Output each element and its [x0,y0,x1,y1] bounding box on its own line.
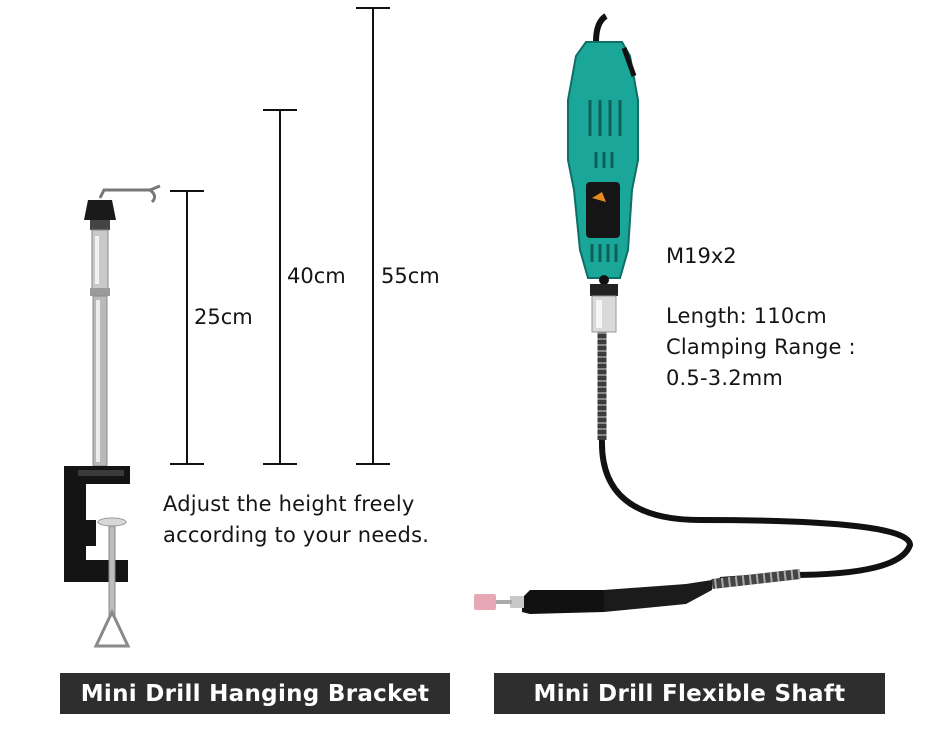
shaft-spec-clamp-line1: Clamping Range : [666,335,856,359]
measure-label-25: 25cm [194,305,253,329]
measure-bar-55 [372,8,374,465]
shaft-spec-clamp-line2: 0.5-3.2mm [666,366,784,390]
measure-label-40: 40cm [287,264,346,288]
measure-tick [263,109,297,111]
shaft-spec-thread: M19x2 [666,244,737,268]
measure-tick [170,463,204,465]
bracket-description-line2: according to your needs. [163,523,430,547]
measure-bar-25 [186,191,188,465]
bracket-description-line1: Adjust the height freely [163,492,415,516]
bracket-description: Adjust the height freely according to yo… [163,489,429,551]
shaft-banner: Mini Drill Flexible Shaft [494,673,885,714]
shaft-spec-block: Length: 110cm Clamping Range : 0.5-3.2mm [666,301,856,394]
measure-tick [356,7,390,9]
measure-tick [263,463,297,465]
shaft-spec-length: Length: 110cm [666,304,827,328]
bracket-banner: Mini Drill Hanging Bracket [60,673,450,714]
measure-label-55: 55cm [381,264,440,288]
measure-bar-40 [279,110,281,465]
measure-tick [356,463,390,465]
measure-tick [170,190,204,192]
